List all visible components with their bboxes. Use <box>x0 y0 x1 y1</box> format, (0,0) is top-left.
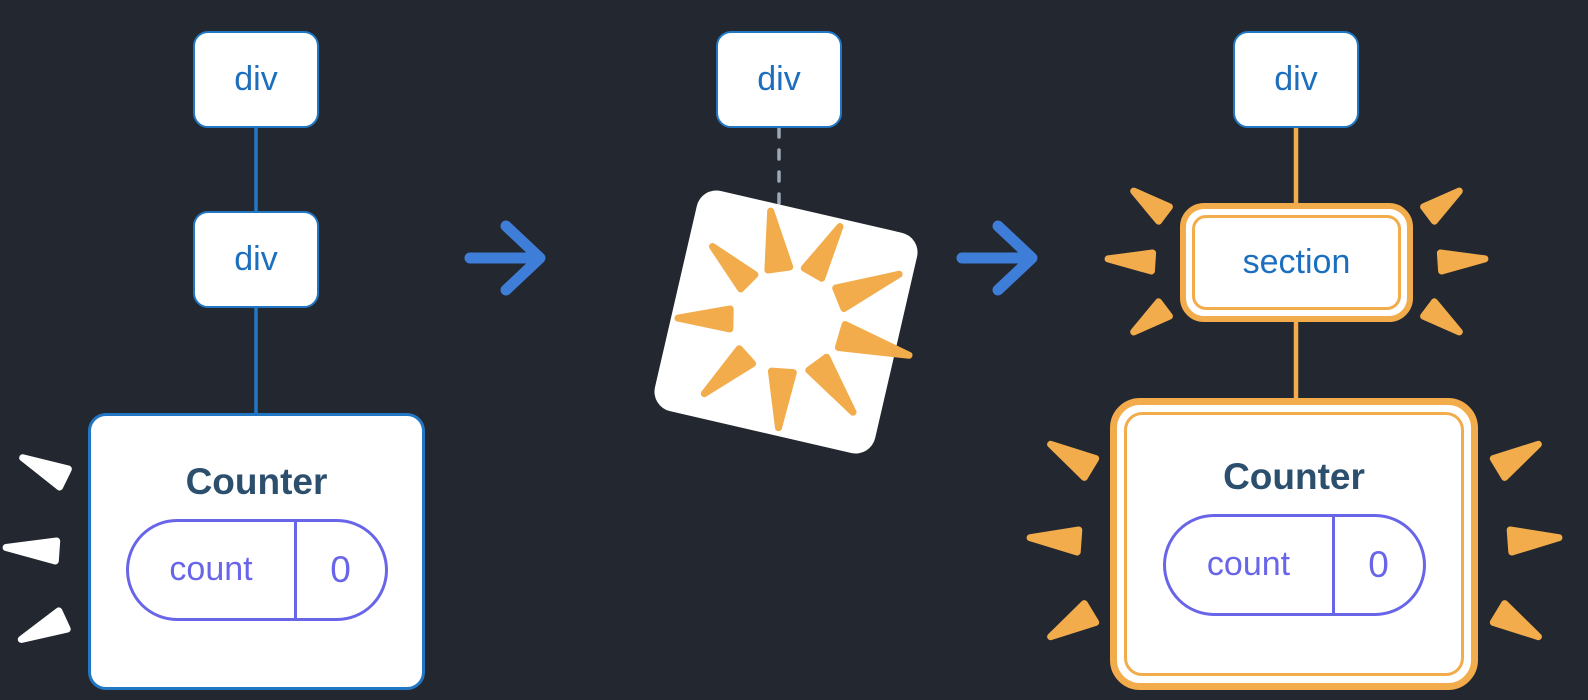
dom-node-label: div <box>234 60 278 98</box>
burst-mark <box>1420 187 1463 225</box>
component-title: Counter <box>1223 456 1365 497</box>
burst-mark <box>1436 249 1489 275</box>
burst-mark <box>2 537 61 565</box>
counter-component-inner: Counter count 0 <box>1124 412 1464 676</box>
dom-node-label: div <box>757 60 801 98</box>
dom-node-div: div <box>1233 31 1359 128</box>
dom-node-div: div <box>193 31 319 128</box>
counter-component-card: Counter count 0 <box>88 413 425 690</box>
burst-mark <box>1489 600 1542 641</box>
burst-mark <box>1047 440 1100 481</box>
burst-mark <box>1420 298 1463 336</box>
dom-node-div: div <box>193 211 319 308</box>
dom-node-section-inner: section <box>1192 215 1401 310</box>
counter-component-card-highlighted: Counter count 0 <box>1110 398 1478 690</box>
burst-mark <box>1047 600 1100 641</box>
burst-mark <box>1489 440 1542 481</box>
burst-mark <box>1104 249 1157 275</box>
dom-node-label: div <box>1274 60 1318 98</box>
burst-mark <box>1130 298 1173 336</box>
state-pill: count 0 <box>125 518 388 621</box>
component-title: Counter <box>185 461 328 502</box>
state-value: 0 <box>1331 516 1423 613</box>
burst-mark <box>767 367 797 432</box>
burst-mark <box>700 345 757 398</box>
poof-burst-rays <box>674 207 913 432</box>
burst-mark <box>800 223 844 282</box>
dom-node-label: div <box>234 240 278 278</box>
dom-node-div: div <box>716 31 842 128</box>
burst-mark <box>1026 526 1083 556</box>
burst-mark <box>1130 187 1173 225</box>
state-value: 0 <box>293 521 385 618</box>
burst-marks <box>2 187 1563 643</box>
burst-mark <box>17 607 71 643</box>
burst-mark <box>1506 526 1563 556</box>
state-key: count <box>169 550 253 589</box>
dom-node-label: section <box>1242 243 1351 281</box>
state-key: count <box>1206 545 1291 584</box>
arrow-right-icon <box>464 220 546 296</box>
burst-mark <box>19 454 72 491</box>
burst-mark <box>805 353 857 416</box>
burst-mark <box>674 305 734 333</box>
burst-mark <box>834 321 913 359</box>
burst-mark <box>764 207 794 274</box>
arrow-right-icon <box>956 220 1038 296</box>
state-pill: count 0 <box>1162 513 1426 616</box>
burst-mark <box>709 243 759 293</box>
burst-mark <box>832 270 903 312</box>
dom-node-section-highlighted: section <box>1180 203 1413 322</box>
